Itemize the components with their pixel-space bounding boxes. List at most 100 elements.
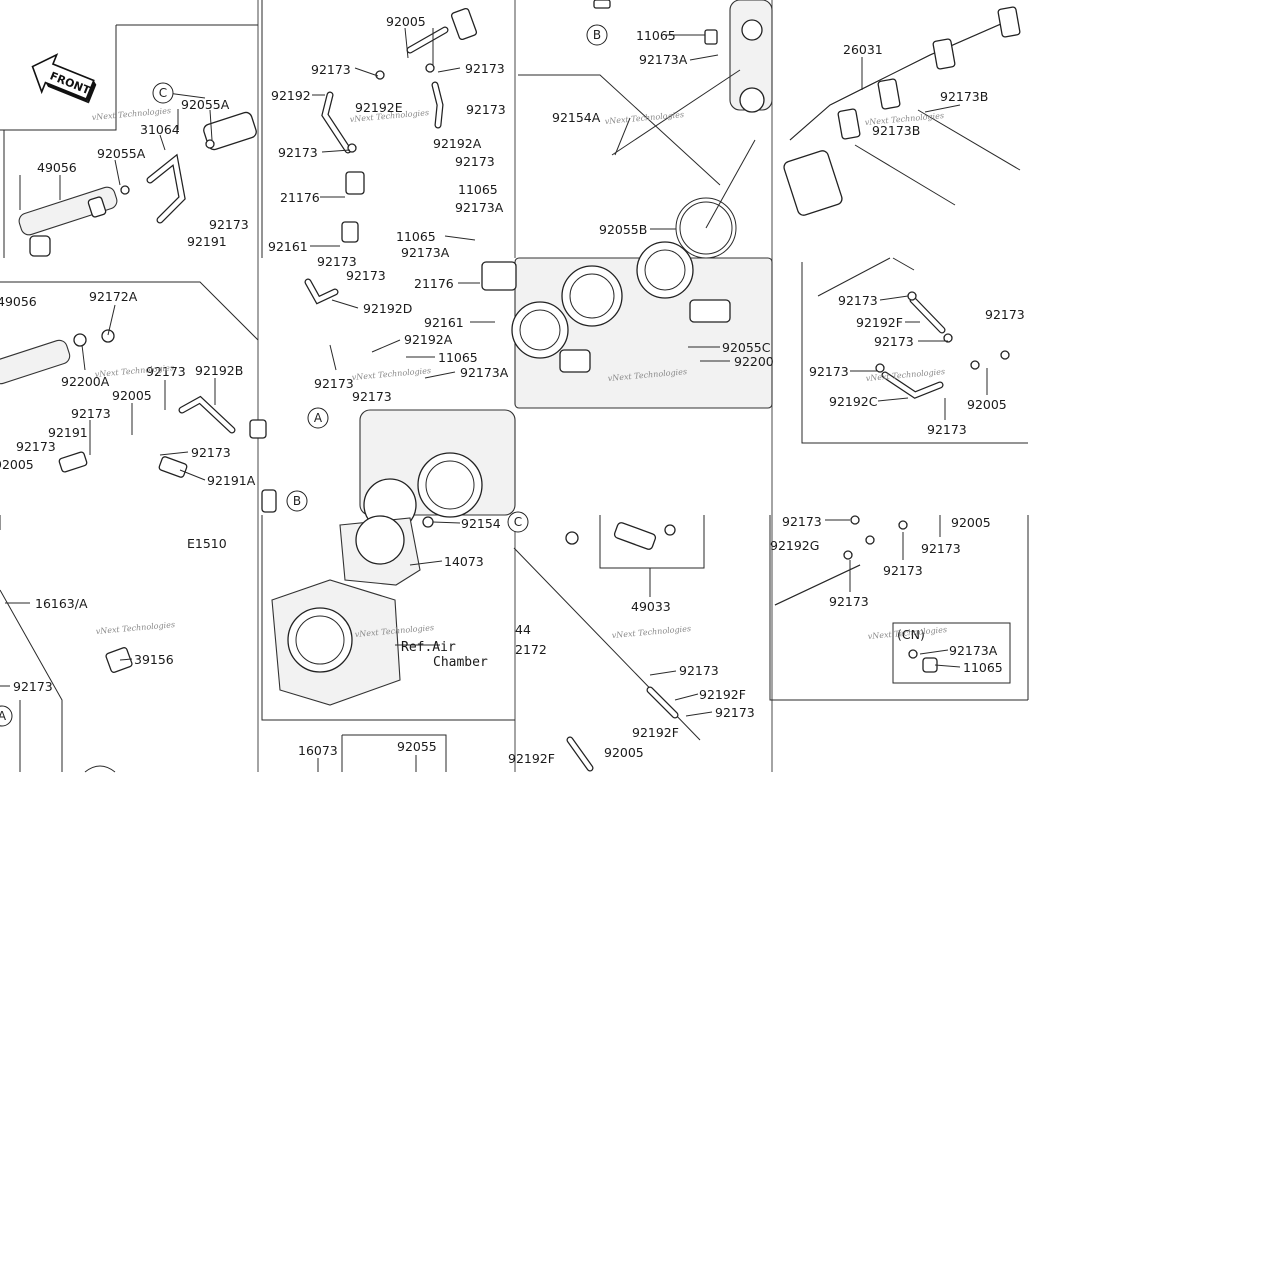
hose-assembly-top [304, 7, 478, 305]
part-label-92055: 92055 [397, 739, 437, 754]
ref-callout-c-1: C [152, 82, 174, 104]
part-label-92173: 92173 [927, 422, 967, 437]
part-label-92005: 92005 [0, 457, 34, 472]
part-label-26031: 26031 [843, 42, 883, 57]
ref-callout-a-1: A [307, 407, 329, 429]
part-label-92173: 92173 [16, 439, 56, 454]
ref-label: C [514, 515, 522, 529]
part-label-92192f: 92192F [508, 751, 555, 766]
ref-label: A [0, 709, 7, 723]
watermark: vNext Technologies [91, 106, 171, 122]
part-label-92192f: 92192F [856, 315, 903, 330]
part-label-92173a: 92173A [639, 52, 688, 67]
part-label-16163a: 16163/A [35, 596, 88, 611]
part-label-92173: 92173 [715, 705, 755, 720]
part-label-92172a: 92172A [89, 289, 138, 304]
watermark: vNext Technologies [604, 110, 684, 126]
part-label-92173: 92173 [146, 364, 186, 379]
part-label-92200a: 92200A [61, 374, 110, 389]
part-label-92005: 92005 [604, 745, 644, 760]
part-label-92191: 92191 [48, 425, 88, 440]
ref-callout-c-2: C [507, 511, 529, 533]
part-label-92055a: 92055A [181, 97, 230, 112]
part-label-92154: 92154 [461, 516, 501, 531]
part-label-92173: 92173 [985, 307, 1025, 322]
note-ref-air: Ref.Air [401, 640, 456, 655]
part-label-44: 44 [515, 622, 531, 637]
hose-assembly-right [875, 291, 1010, 399]
part-label-92173: 92173 [346, 268, 386, 283]
part-label-92005: 92005 [386, 14, 426, 29]
ref-label: A [314, 411, 323, 425]
part-label-11065: 11065 [636, 28, 676, 43]
part-label-92173a: 92173A [455, 200, 504, 215]
block-39156 [84, 647, 133, 773]
part-label-92161: 92161 [424, 315, 464, 330]
fuel-rail-middle [0, 329, 277, 513]
watermark: vNext Technologies [95, 620, 175, 636]
part-label-92192f: 92192F [632, 725, 679, 740]
part-label-39156: 39156 [134, 652, 174, 667]
part-label-92192e: 92192E [355, 100, 403, 115]
part-label-92192d: 92192D [363, 301, 412, 316]
part-label-92173: 92173 [455, 154, 495, 169]
ref-label: C [159, 86, 167, 100]
part-label-92173a: 92173A [949, 643, 998, 658]
part-label-92192a: 92192A [404, 332, 453, 347]
part-label-92173: 92173 [209, 217, 249, 232]
watermark: vNext Technologies [611, 624, 691, 640]
part-label-92192c: 92192C [829, 394, 878, 409]
part-label-14073: 14073 [444, 554, 484, 569]
fuel-rail-top [18, 111, 257, 257]
part-label-92200: 92200 [734, 354, 774, 369]
ref-callout-b-1: B [586, 24, 608, 46]
part-label-11065: 11065 [396, 229, 436, 244]
part-label-31064: 31064 [140, 122, 180, 137]
part-label-11065: 11065 [963, 660, 1003, 675]
part-label-92173: 92173 [883, 563, 923, 578]
part-label-49056: 49056 [0, 294, 37, 309]
throttle-top-right [593, 0, 773, 259]
part-label-92173: 92173 [191, 445, 231, 460]
part-label-92173: 92173 [352, 389, 392, 404]
part-label-49033: 49033 [631, 599, 671, 614]
part-label-92192g: 92192G [770, 538, 819, 553]
part-label-49056: 49056 [37, 160, 77, 175]
part-label-92173: 92173 [679, 663, 719, 678]
part-label-21176: 21176 [280, 190, 320, 205]
part-label-16073: 16073 [298, 743, 338, 758]
ref-label: B [593, 28, 601, 42]
watermark: vNext Technologies [351, 366, 431, 382]
part-label-92173: 92173 [838, 293, 878, 308]
front-arrow: FRONT [31, 53, 97, 104]
part-label-92173: 92173 [782, 514, 822, 529]
part-label-92055b: 92055B [599, 222, 647, 237]
part-label-92055a: 92055A [97, 146, 146, 161]
part-label-92173: 92173 [311, 62, 351, 77]
part-label-92055c: 92055C [722, 340, 771, 355]
part-label-92173: 92173 [921, 541, 961, 556]
part-label-92173a: 92173A [460, 365, 509, 380]
part-label-11065: 11065 [458, 182, 498, 197]
part-label-92005: 92005 [951, 515, 991, 530]
part-label-92173: 92173 [13, 679, 53, 694]
throttle-bodies [481, 241, 773, 409]
note-chamber: Chamber [433, 655, 488, 670]
hose-92192g [774, 515, 938, 673]
part-label-11065: 11065 [438, 350, 478, 365]
part-label-92154a: 92154A [552, 110, 601, 125]
leader-lines [0, 27, 988, 772]
injector-49033 [565, 522, 679, 772]
part-label-92173: 92173 [71, 406, 111, 421]
part-label-92173: 92173 [829, 594, 869, 609]
part-label-92161: 92161 [268, 239, 308, 254]
part-label-92173: 92173 [466, 102, 506, 117]
part-label-92173: 92173 [465, 61, 505, 76]
sheet-code: E1510 [187, 536, 227, 551]
part-label-92173b: 92173B [872, 123, 920, 138]
wire-harness [783, 6, 1021, 216]
part-label-92192b: 92192B [195, 363, 243, 378]
part-label-92173: 92173 [317, 254, 357, 269]
part-label-92005: 92005 [967, 397, 1007, 412]
region-cn: (CN) [897, 627, 925, 642]
